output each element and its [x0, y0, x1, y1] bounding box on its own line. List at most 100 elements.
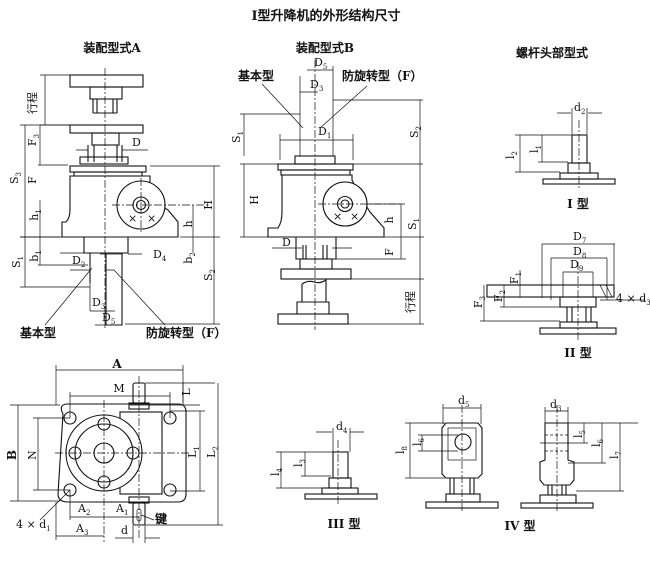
dim-s2-label: S2	[408, 126, 423, 138]
dim-d5-label: D5	[314, 56, 327, 71]
nut-lowered	[296, 284, 330, 315]
key-label: 键	[154, 511, 167, 526]
dim-line-d7	[541, 243, 615, 298]
top-nut	[91, 132, 120, 146]
screw-outline	[299, 66, 334, 156]
dim-d2-label: d2	[574, 101, 586, 116]
dim-line-h	[240, 164, 268, 238]
dim-f3-label: F3	[472, 296, 487, 308]
dim-s2-label: S2	[202, 269, 217, 281]
dim-line-l6-front	[418, 434, 458, 452]
callout-basic-type: 基本型	[19, 325, 56, 340]
screw-head-type-1: d2 l2 l1 I 型	[504, 101, 616, 211]
dim-stroke-label: 行程	[404, 291, 417, 313]
bottom-collar	[83, 237, 129, 254]
dim-line-s1-top	[240, 113, 300, 165]
dim-l4-label: l4	[269, 467, 284, 476]
dim-d8-label: D8	[573, 245, 586, 260]
leader-key	[140, 514, 155, 521]
dim-line-b1	[38, 237, 88, 266]
dim-line-stroke	[40, 74, 70, 126]
leader-holes	[39, 489, 71, 521]
dim-l1-label: L1	[186, 446, 201, 458]
screw-nut	[328, 477, 352, 489]
dim-d2-label: D2	[72, 254, 85, 269]
type-4-label: IV 型	[504, 518, 535, 533]
dim-s1-top-label: S1	[230, 131, 245, 143]
dim-f2-label: F2	[492, 290, 507, 302]
pin-hole-hidden	[545, 434, 568, 452]
base-plate	[539, 327, 617, 335]
pin-hole	[454, 433, 472, 451]
dim-l1-label: l1	[528, 145, 543, 153]
callout-anti-rotation-type: 防旋转型（F）	[342, 68, 423, 83]
plan-view: A M B N L L1 L2 A2 A1 A3 d 4 × d1 键	[5, 357, 223, 543]
dim-d3-label: D3	[310, 78, 323, 93]
dim-B-label: B	[5, 450, 19, 460]
base-plate	[542, 178, 616, 185]
screw-collar	[539, 494, 577, 504]
callout-basic-type: 基本型	[237, 68, 274, 83]
dim-d4-label: D4	[153, 248, 167, 263]
dim-line-n	[33, 417, 70, 491]
dim-d3-label: D3	[92, 296, 105, 311]
clevis-head-front	[441, 422, 483, 479]
dim-line-s1	[20, 236, 90, 288]
top-plate-raised	[69, 74, 144, 88]
dim-line-f1	[515, 270, 542, 298]
dim-line-a2-a1	[69, 490, 139, 520]
dim-H-label: H	[248, 195, 261, 205]
dim-line-a3	[55, 502, 104, 540]
dim-l6-front-label: l6	[411, 437, 426, 446]
boss	[559, 296, 597, 308]
dim-a1-label: A1	[115, 502, 128, 517]
screw-stud	[332, 451, 349, 479]
dim-d-label: D	[132, 136, 141, 149]
dim-d5-label: D5	[102, 311, 115, 326]
bolt-mark: ×	[333, 210, 342, 223]
dim-line-d	[115, 525, 160, 543]
bolt-mark: ×	[147, 212, 156, 225]
dim-l2-label: L2	[205, 446, 220, 458]
plate-lowered	[277, 313, 349, 325]
dim-line-h	[150, 165, 220, 238]
screw-stem	[449, 478, 475, 494]
dim-line-d2	[557, 108, 602, 134]
dim-d1-label: D1	[318, 125, 331, 140]
dim-line-l1	[538, 135, 568, 163]
dim-line-l3	[301, 452, 331, 477]
shaft-seal-top	[128, 402, 150, 410]
dim-l6-label: l6	[590, 438, 605, 447]
dim-line-l5	[540, 422, 638, 444]
screw-heads-heading: 螺杆头部型式	[516, 45, 588, 60]
dim-d7-label: D7	[573, 230, 586, 245]
leader-anti-rotation	[113, 269, 166, 326]
bolt-hole-hatch	[599, 284, 613, 298]
screw-stud	[571, 134, 588, 164]
dim-d9-label: D9	[570, 258, 583, 273]
dim-line-s2	[125, 237, 220, 325]
dim-line-l1	[170, 410, 205, 492]
screw-head-type-3: d4 l4 l3 III 型	[269, 420, 378, 531]
clevis-slot	[447, 427, 477, 461]
screw-stem	[566, 307, 592, 322]
dim-f-label: F	[383, 248, 396, 256]
dim-M-label: M	[113, 382, 124, 395]
dim-a3-label: A3	[75, 522, 88, 537]
dim-s3-label: S3	[8, 172, 23, 184]
dim-line-h-small	[367, 203, 405, 237]
dim-d4-label: d4	[336, 420, 348, 435]
screw-collar	[321, 487, 359, 495]
dim-line-l4	[276, 451, 333, 489]
dim-l8-label: l8	[394, 446, 409, 454]
dim-h1-label: h1	[28, 209, 43, 221]
base-plate	[520, 502, 594, 509]
dim-line-l6	[568, 423, 606, 464]
screw-head-type-4: d5 l8 l6	[394, 394, 499, 512]
bottom-nut	[299, 258, 333, 270]
dim-l3-label: l3	[292, 459, 307, 467]
dim-h-label: h	[383, 216, 396, 223]
dim-line-d3	[89, 283, 115, 312]
base-mounting-hole	[163, 483, 177, 497]
top-plate	[486, 284, 615, 298]
